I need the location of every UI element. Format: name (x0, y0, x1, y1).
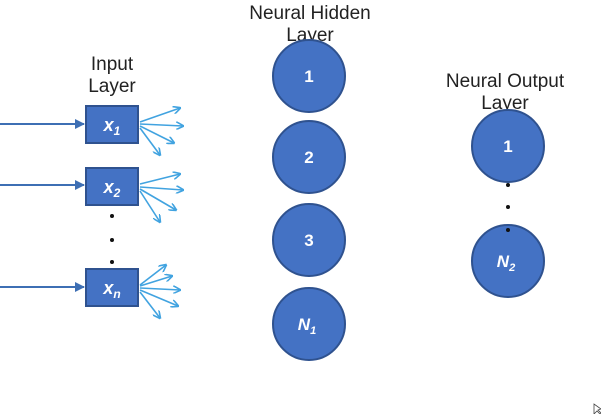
svg-text:3: 3 (304, 231, 313, 250)
input-layer-title: Input Layer (62, 54, 162, 98)
input-ellipsis (110, 214, 114, 264)
fanout-xn (139, 265, 180, 318)
input-layer-title-line2: Layer (88, 76, 136, 97)
fanout-arrows (139, 108, 183, 318)
output-node-n2: N2 (471, 224, 545, 298)
svg-text:1: 1 (304, 67, 313, 86)
svg-text:N1: N1 (298, 315, 316, 337)
input-node-x2: x2 (85, 167, 139, 206)
hidden-node-3: 3 (272, 203, 346, 277)
svg-text:2: 2 (304, 148, 313, 167)
output-ellipsis (506, 183, 510, 232)
output-layer-title-line2: Layer (481, 93, 529, 114)
svg-text:xn: xn (102, 278, 120, 301)
svg-text:x1: x1 (103, 115, 121, 138)
input-layer-title-line1: Input (90, 54, 134, 75)
output-layer-title-line1: Neural Output (445, 71, 565, 92)
hidden-node-n1: N1 (272, 287, 346, 361)
hidden-nodes: 1 2 3 N1 (272, 39, 346, 361)
fanout-x2 (139, 174, 183, 222)
hidden-node-2: 2 (272, 120, 346, 194)
hidden-layer-title-line1: Neural Hidden (249, 3, 371, 24)
input-node-x1: x1 (85, 105, 139, 144)
output-node-1: 1 (471, 109, 545, 183)
svg-text:x2: x2 (103, 177, 121, 200)
output-layer-title: Neural Output Layer (410, 71, 600, 115)
svg-text:N2: N2 (497, 252, 515, 274)
svg-text:1: 1 (503, 137, 512, 156)
fanout-x1 (139, 108, 183, 155)
input-nodes: x1 x2 xn (85, 105, 139, 307)
hidden-node-1: 1 (272, 39, 346, 113)
output-nodes: 1 N2 (471, 109, 545, 298)
input-arrows (0, 119, 85, 292)
input-node-xn: xn (85, 268, 139, 307)
mouse-cursor-icon (593, 403, 601, 414)
